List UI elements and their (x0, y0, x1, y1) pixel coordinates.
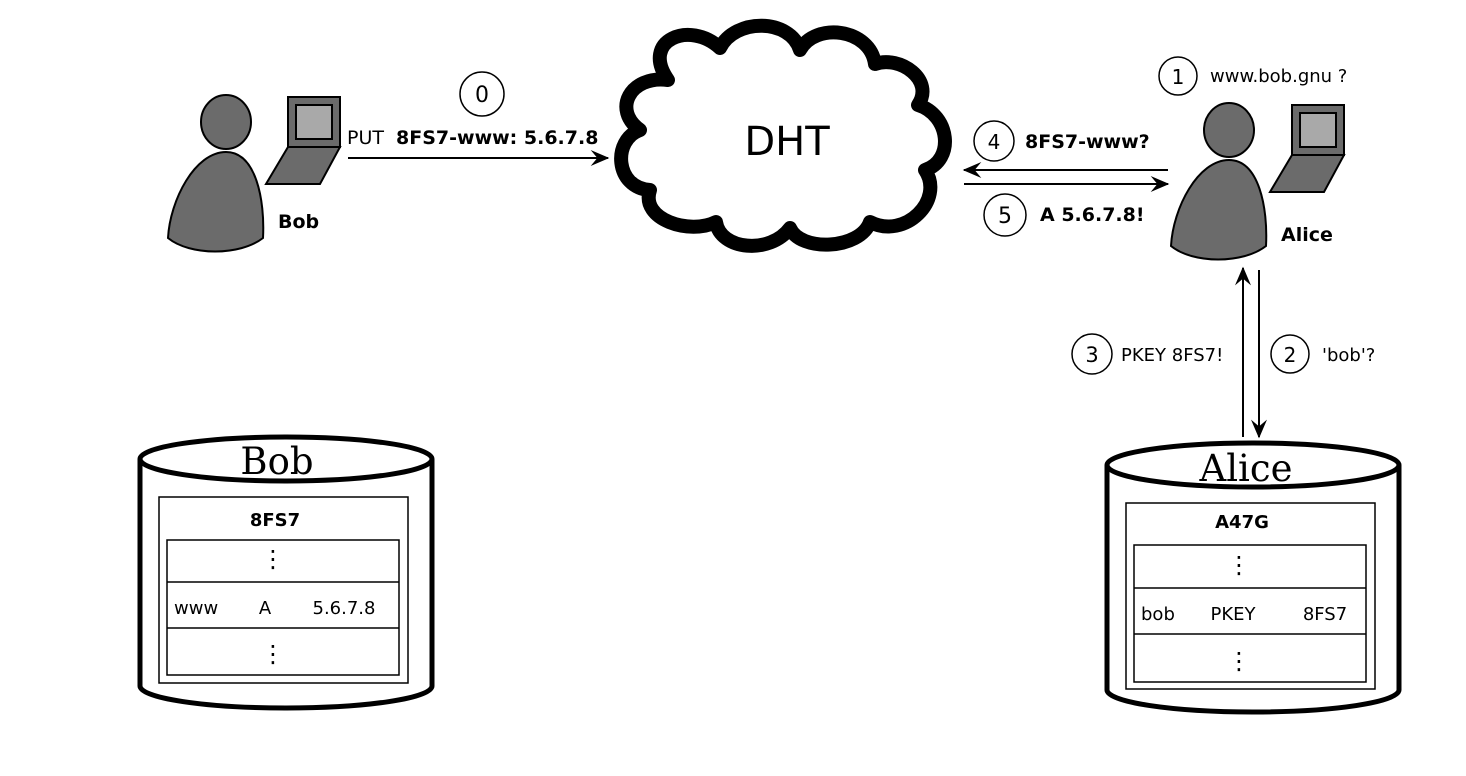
alice-record-name: bob (1141, 604, 1175, 625)
bob-record-value: 5.6.7.8 (313, 598, 376, 619)
alice-zone-key: A47G (1215, 512, 1269, 533)
alice-person-icon (1169, 102, 1268, 261)
bob-zone-key: 8FS7 (250, 510, 300, 531)
query-step: 1 www.bob.gnu ? (1158, 56, 1347, 96)
step-5-circle (983, 193, 1027, 237)
bob-dots-top: ⋮ (261, 545, 285, 573)
put-record: 8FS7-www: 5.6.7.8 (396, 127, 598, 149)
alice-name: Alice (1281, 224, 1333, 246)
query-text: www.bob.gnu ? (1210, 66, 1347, 87)
step-1-circle (1158, 56, 1198, 96)
bob-person-icon (166, 94, 265, 253)
bob-db-top (137, 434, 435, 484)
alice-db-title: Alice (1198, 447, 1292, 490)
pkey-text: PKEY 8FS7! (1121, 345, 1223, 366)
step-5-number: 5 (998, 204, 1012, 229)
bob-record-name: www (174, 598, 218, 619)
dht-cloud: DHT (614, 18, 952, 253)
alice-db-top (1104, 440, 1402, 490)
alice-dots-bottom: ⋮ (1227, 647, 1251, 675)
alice-laptop-icon (1268, 104, 1346, 193)
alice-record-value: 8FS7 (1303, 604, 1347, 625)
bob-record-table (166, 539, 400, 676)
bob-laptop-icon (264, 96, 342, 185)
lookup-text: 'bob'? (1322, 345, 1375, 366)
alice-database: Alice A47G ⋮ bob PKEY 8FS7 ⋮ (1104, 440, 1402, 715)
alice-record-type: PKEY (1210, 604, 1256, 625)
alice-record-table (1133, 544, 1367, 683)
step-0-number: 0 (475, 83, 489, 108)
local-lookup: 3 PKEY 8FS7! 2 'bob'? (1071, 266, 1375, 439)
put-prefix: PUT (347, 127, 384, 149)
put-step: 0 PUT 8FS7-www: 5.6.7.8 (347, 71, 610, 166)
step-4-circle (973, 120, 1015, 162)
step-3-number: 3 (1085, 343, 1098, 367)
dht-query-text: 8FS7-www? (1025, 131, 1150, 153)
bob-user: Bob (166, 94, 342, 253)
alice-dots-top: ⋮ (1227, 551, 1251, 579)
bob-database: Bob 8FS7 ⋮ www A 5.6.7.8 ⋮ (137, 434, 435, 711)
cloud-shape (614, 18, 952, 253)
step-2-circle (1270, 334, 1310, 374)
step-3-circle (1071, 333, 1113, 375)
bob-name: Bob (278, 211, 319, 233)
alice-user: Alice (1169, 102, 1346, 261)
bob-record-type: A (259, 598, 272, 619)
bob-db-title: Bob (240, 440, 313, 483)
dht-exchange: 4 8FS7-www? 5 A 5.6.7.8! (962, 120, 1170, 237)
step-2-number: 2 (1284, 343, 1297, 367)
put-label: PUT 8FS7-www: 5.6.7.8 (347, 127, 598, 149)
bob-dots-bottom: ⋮ (261, 640, 285, 668)
step-1-number: 1 (1172, 65, 1185, 89)
step-4-number: 4 (988, 130, 1001, 154)
dht-answer-text: A 5.6.7.8! (1040, 204, 1145, 226)
step-0-circle (459, 71, 505, 117)
dht-label: DHT (744, 119, 830, 165)
